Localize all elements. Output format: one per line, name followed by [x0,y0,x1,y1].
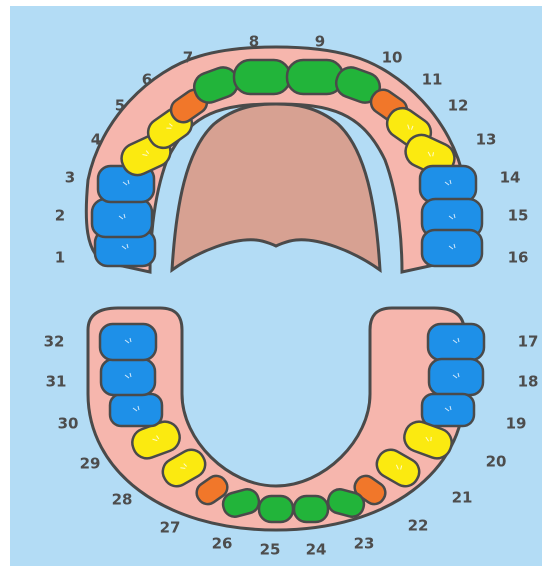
tooth-number-15: 15 [508,207,529,225]
tooth-25 [259,496,293,522]
tooth-number-6: 6 [142,71,152,89]
tooth-number-7: 7 [183,49,193,67]
tooth-number-16: 16 [508,249,529,267]
tooth-17 [428,324,484,360]
tooth-number-30: 30 [58,415,79,433]
tooth-number-29: 29 [80,455,101,473]
tooth-number-19: 19 [506,415,527,433]
tooth-2 [92,199,152,237]
tooth-number-5: 5 [115,97,125,115]
tooth-14 [420,166,476,202]
tooth-number-22: 22 [408,517,429,535]
tooth-32 [100,324,156,360]
tooth-number-14: 14 [500,169,521,187]
tooth-9-body [287,60,343,94]
tooth-number-4: 4 [91,131,101,149]
tooth-9 [287,60,343,94]
tooth-number-32: 32 [44,333,65,351]
tooth-18 [429,359,483,395]
tooth-number-2: 2 [55,207,65,225]
tooth-number-11: 11 [422,71,443,89]
tooth-number-1: 1 [55,249,65,267]
tooth-number-9: 9 [315,33,325,51]
tooth-number-25: 25 [260,541,281,559]
tooth-8-body [234,60,290,94]
tooth-24 [294,496,328,522]
tooth-number-23: 23 [354,535,375,553]
tooth-number-21: 21 [452,489,473,507]
tooth-8 [234,60,290,94]
tooth-number-3: 3 [65,169,75,187]
tooth-number-17: 17 [518,333,539,351]
tooth-number-18: 18 [518,373,539,391]
tooth-31 [101,359,155,395]
tooth-19 [422,394,474,426]
tooth-16 [422,230,482,266]
tooth-number-24: 24 [306,541,327,559]
tooth-number-28: 28 [112,491,133,509]
tooth-24-body [294,496,328,522]
tooth-30 [110,394,162,426]
tooth-number-27: 27 [160,519,181,537]
tooth-25-body [259,496,293,522]
tooth-number-8: 8 [249,33,259,51]
tooth-number-12: 12 [448,97,469,115]
tooth-number-13: 13 [476,131,497,149]
tooth-number-26: 26 [212,535,233,553]
tooth-number-20: 20 [486,453,507,471]
tooth-number-31: 31 [46,373,67,391]
tooth-number-10: 10 [382,49,403,67]
